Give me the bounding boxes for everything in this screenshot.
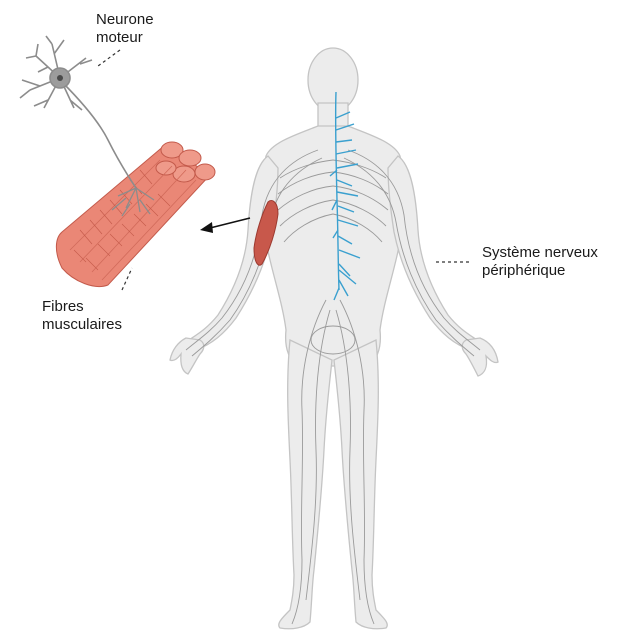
leader-neurone bbox=[98, 50, 120, 66]
arrow-head bbox=[200, 222, 213, 233]
arrow-to-muscle bbox=[200, 218, 250, 233]
body-right-leg bbox=[334, 340, 387, 629]
leader-fibres bbox=[122, 268, 132, 290]
body-torso bbox=[262, 126, 404, 366]
fiber-cap-5 bbox=[156, 161, 176, 175]
label-systeme-nerveux: Système nerveux périphérique bbox=[482, 244, 598, 280]
body-right-hand bbox=[462, 338, 498, 376]
label-fibres-line2: musculaires bbox=[42, 316, 122, 334]
neuron-axon bbox=[62, 82, 136, 188]
body-left-hand bbox=[170, 338, 204, 374]
label-neurone-line2: moteur bbox=[96, 29, 154, 47]
fiber-cap-2 bbox=[179, 150, 201, 166]
label-fibres-line1: Fibres bbox=[42, 298, 122, 316]
body-left-leg bbox=[279, 340, 332, 629]
muscle-fiber-bundle bbox=[56, 142, 215, 286]
label-snp-line2: périphérique bbox=[482, 262, 598, 280]
neuron-nucleus bbox=[57, 75, 63, 81]
fiber-cap-3 bbox=[195, 164, 215, 180]
label-fibres-musculaires: Fibres musculaires bbox=[42, 298, 122, 334]
label-snp-line1: Système nerveux bbox=[482, 244, 598, 262]
body-right-arm bbox=[388, 156, 480, 350]
label-neurone-line1: Neurone bbox=[96, 11, 154, 29]
motor-neuron bbox=[20, 36, 154, 216]
human-body bbox=[170, 48, 498, 629]
label-neurone-moteur: Neurone moteur bbox=[96, 11, 154, 47]
arrow-shaft bbox=[210, 218, 250, 228]
